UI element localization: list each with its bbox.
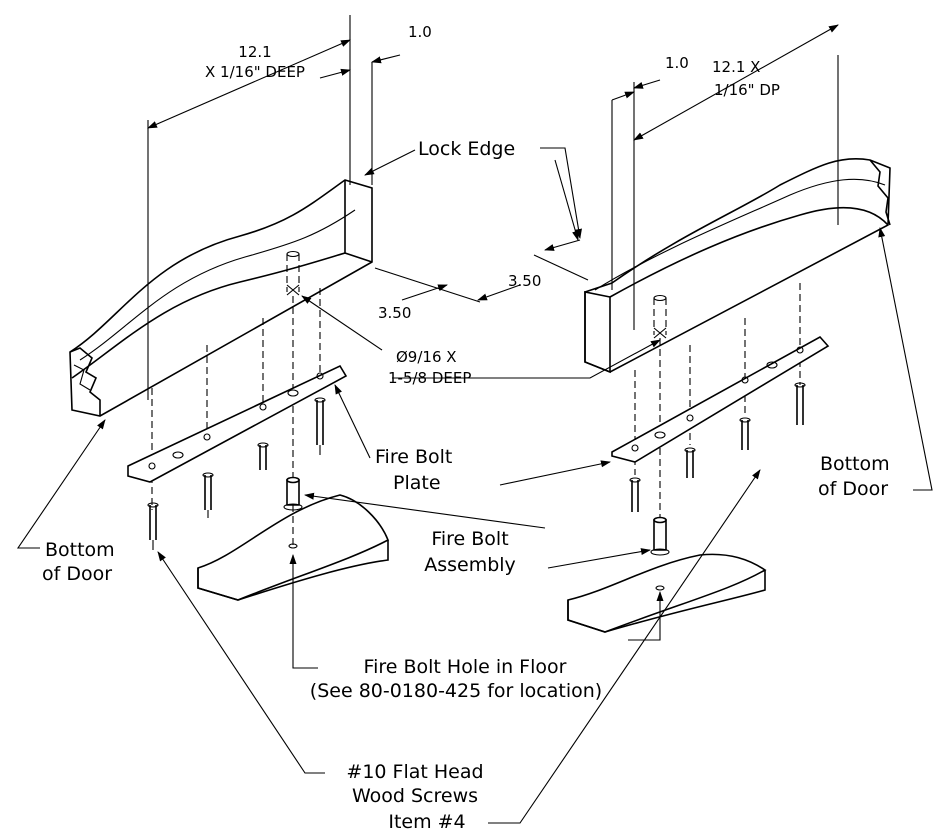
wood-screw [794,382,806,425]
right-bottom-of-door-line2: of Door [818,478,888,500]
wood-screw [739,417,751,450]
left-floor-piece [197,494,390,601]
right-width-dim: 1.0 [665,54,689,72]
left-depth-dim-line2: X 1/16" DEEP [205,63,305,81]
left-assembly [69,15,521,601]
screws-label-line2: Wood Screws [352,785,478,807]
left-offset-dim: 3.50 [378,304,411,322]
fire-bolt-assembly-label-line2: Assembly [424,554,516,576]
right-screws [629,382,806,512]
wood-screw [629,477,641,512]
right-offset-dim: 3.50 [508,272,541,290]
wood-screw [314,397,326,455]
right-floor-piece [567,553,767,633]
labels: 12.1 X 1/16" DEEP 1.0 1.0 12.1 X 1/16" D… [42,23,890,833]
left-door-bottom [69,179,373,417]
fire-bolt-plate-label-line2: Plate [393,472,441,494]
left-depth-dim-line1: 12.1 [238,43,271,61]
fire-bolt-hole-label-line2: (See 80-0180-425 for location) [310,680,602,702]
right-depth-dim-line1: 12.1 X [712,58,760,76]
right-door-bottom [584,157,891,374]
hole-dim-line2: 1-5/8 DEEP [388,369,471,387]
right-depth-dim-line2: 1/16" DP [714,81,780,99]
right-bottom-of-door-line1: Bottom [820,453,890,475]
fire-bolt-assembly-label-line1: Fire Bolt [431,528,508,550]
left-dimensions [147,15,521,400]
left-fire-bolt [283,476,303,511]
left-fire-bolt-plate [127,364,348,483]
screws-label-line1: #10 Flat Head [346,761,483,783]
right-fire-bolt [650,516,670,556]
right-fire-bolt-plate [611,335,830,463]
wood-screw [257,442,269,470]
lock-edge-label: Lock Edge [418,138,515,160]
wood-screw [202,472,214,518]
fire-bolt-plate-label-line1: Fire Bolt [375,446,452,468]
hole-dim-line1: Ø9/16 X [396,348,457,366]
leader-lines [16,147,933,824]
left-screws [147,397,326,550]
screws-label-line3: Item #4 [388,811,465,833]
right-dimensions [533,24,839,330]
left-width-dim: 1.0 [408,23,432,41]
left-bottom-of-door-line2: of Door [42,563,112,585]
wood-screw [684,447,696,478]
fire-bolt-hole-label-line1: Fire Bolt Hole in Floor [364,656,567,678]
wood-screw [147,502,159,550]
right-assembly [533,24,891,633]
left-bottom-of-door-line1: Bottom [45,539,115,561]
